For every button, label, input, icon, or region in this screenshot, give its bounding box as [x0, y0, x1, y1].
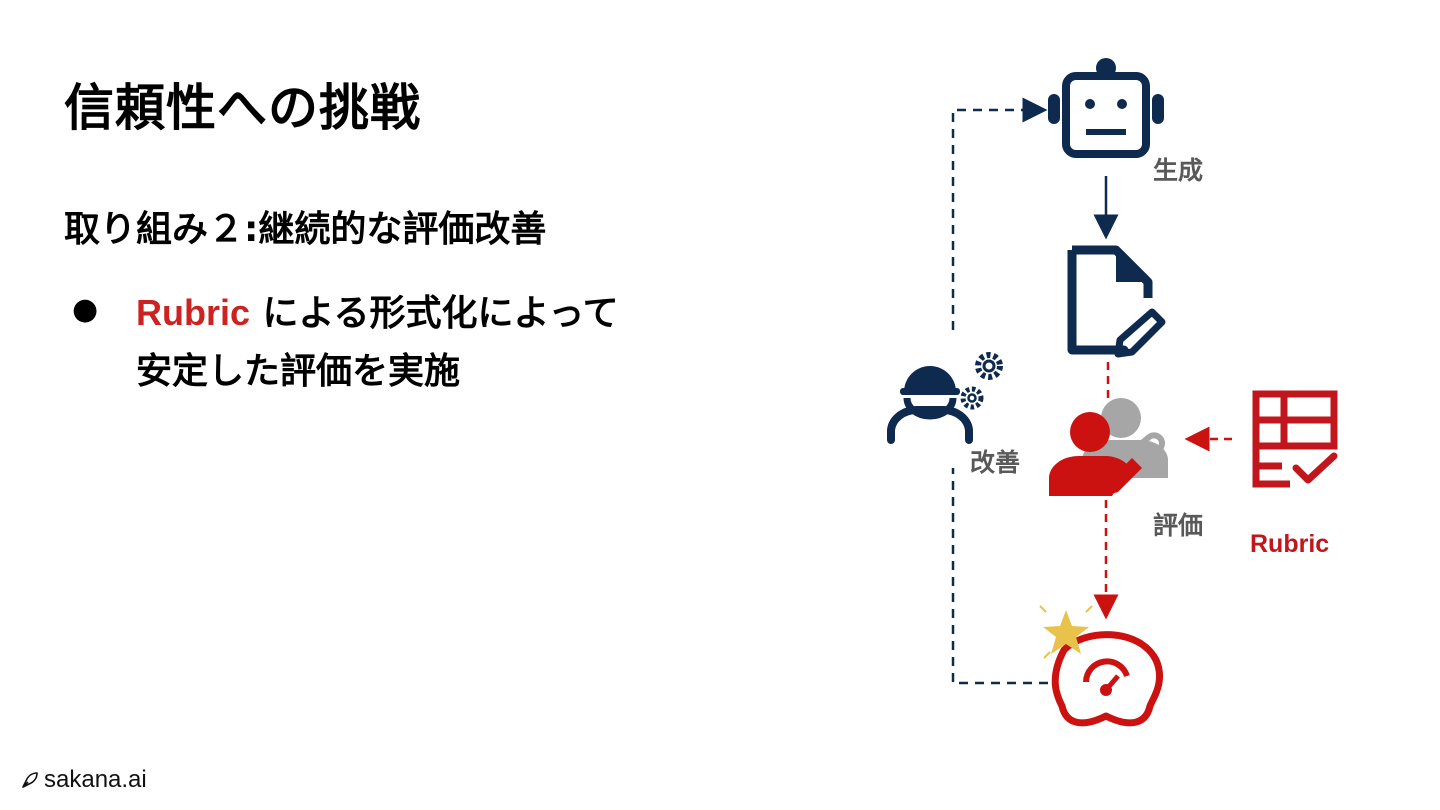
- engineer-gears-icon: [887, 352, 1003, 444]
- slide-subtitle: 取り組み２:継続的な評価改善: [64, 209, 547, 250]
- bullet-highlight: Rubric: [136, 292, 251, 333]
- label-evaluate: 評価: [1153, 511, 1204, 540]
- gauge-star-icon: [1039, 605, 1164, 727]
- bullet-marker: ●: [72, 292, 99, 327]
- slide-title: 信頼性への挑戦: [64, 79, 421, 137]
- bullet-text: Rubric による形式化によって 安定した評価を実施: [136, 284, 736, 401]
- sakana-logo: sakana.ai: [20, 766, 147, 794]
- loop-connector: [951, 97, 1048, 685]
- robot-icon: [1048, 58, 1164, 158]
- label-improve: 改善: [970, 448, 1021, 477]
- document-edit-icon: [1067, 245, 1166, 358]
- logo-text: sakana.ai: [44, 766, 147, 793]
- bullet-line1: による形式化によって: [250, 293, 619, 334]
- label-rubric: Rubric: [1250, 530, 1330, 558]
- label-generate: 生成: [1153, 156, 1204, 185]
- bullet-line2: 安定した評価を実施: [136, 351, 461, 392]
- evaluators-icon: [1049, 398, 1168, 496]
- rocket-icon: [22, 772, 38, 788]
- rubric-checklist-icon: [1252, 390, 1338, 488]
